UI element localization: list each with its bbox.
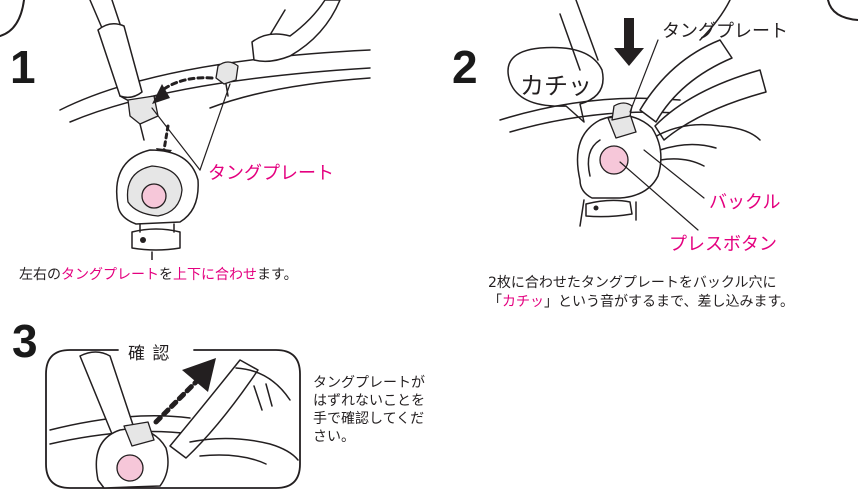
corner-arc-left [0, 0, 25, 37]
step-1-caption-part1: 左右の [19, 267, 61, 283]
step-1-caption-part2: タングプレート [61, 267, 159, 283]
step-3-frame-title: 確 認 [128, 344, 171, 364]
step-1-caption-part4: 上下に合わせ [173, 267, 257, 283]
step-3-number: 3 [12, 315, 38, 367]
step-1-caption-part3: を [159, 267, 173, 283]
step-2-caption-click: カチッ [502, 294, 544, 310]
step-1-number: 1 [10, 41, 36, 93]
step-2-bubble-text: カチッ [520, 72, 592, 100]
step-1-caption-part5: ます。 [257, 267, 298, 283]
step-3-caption-line: 手で確認してくだ [313, 411, 425, 427]
corner-arc-right [827, 0, 858, 21]
step-3-caption-line: タングプレートが [313, 375, 425, 391]
step-3-illustration [45, 349, 301, 489]
step-2-caption-line1: 2枚に合わせたタングプレートをバックル穴に [488, 275, 777, 291]
step-2-label-buckle: バックル [709, 192, 781, 213]
step-1-caption: 左右のタングプレートを上下に合わせます。 [19, 266, 298, 285]
step-2-caption-rest: 」という音がするまで、差し込みます。 [544, 294, 795, 310]
step-2-caption-line2: 「カチッ」という音がするまで、差し込みます。 [488, 293, 794, 312]
step-3-caption-line: さい。 [313, 429, 355, 445]
step-3-caption-line: はずれないことを [313, 393, 425, 409]
step-1-label-tongue-plate: タングプレート [208, 163, 334, 184]
step-2-caption-open: 「 [488, 294, 502, 310]
step-2-number: 2 [452, 41, 478, 93]
step-3-caption: タングプレートが はずれないことを 手で確認してくだ さい。 [313, 374, 425, 446]
step-2-label-press-button: プレスボタン [669, 234, 777, 255]
step-2-label-tongue-plate: タングプレート [662, 21, 788, 42]
step-2-illustration [499, 0, 767, 231]
step-1-illustration [59, 0, 371, 260]
step-2-caption: 2枚に合わせたタングプレートをバックル穴に 「カチッ」という音がするまで、差し込… [488, 274, 794, 312]
